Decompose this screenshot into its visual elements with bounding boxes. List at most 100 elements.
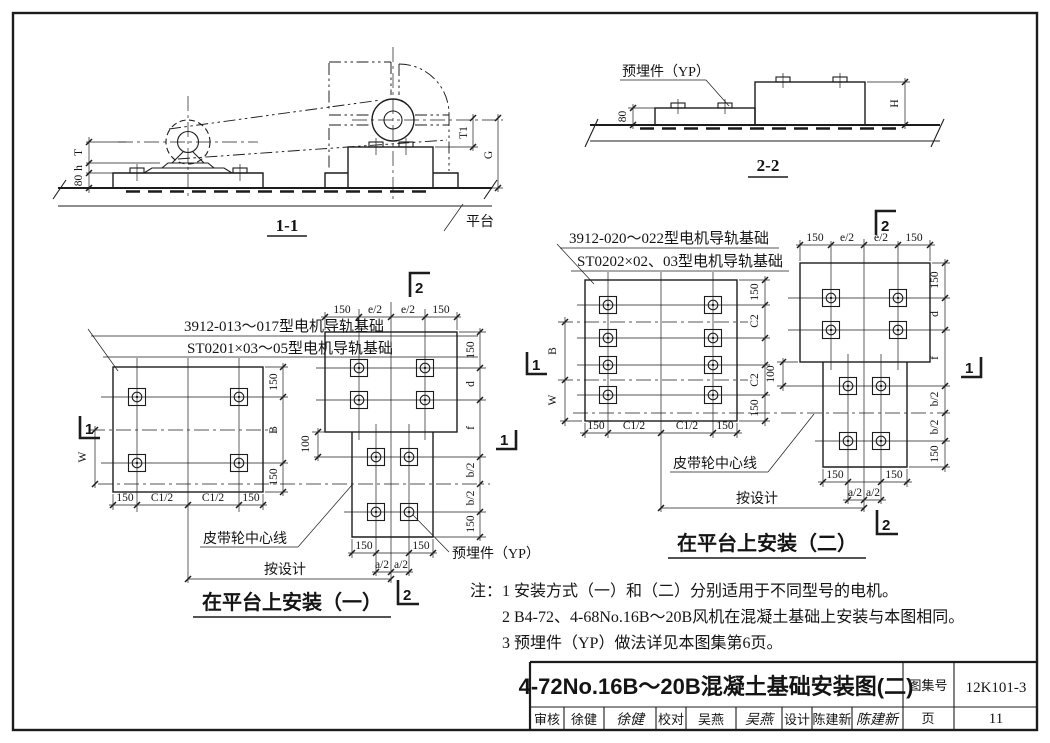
dim-label: C2	[749, 314, 761, 328]
dim-label: 150	[929, 445, 941, 463]
dim-label-h: h	[73, 165, 85, 171]
belt-centerline-label: 皮带轮中心线	[673, 456, 757, 472]
note-line-1: 注：1 安装方式（一）和（二）分别适用于不同型号的电机。	[470, 582, 898, 600]
section-marker-1: 1	[85, 421, 93, 438]
dim-label: 150	[716, 420, 734, 432]
dim-label-H: H	[889, 99, 901, 107]
dim-label-80: 80	[73, 175, 85, 187]
dims-1-1-left: T h 80	[73, 137, 160, 193]
dims-1-1-right: T1 G	[435, 114, 503, 192]
dim-label: 150	[885, 469, 903, 481]
note-line-3: 3 预埋件（YP）做法详见本图集第6页。	[502, 634, 782, 652]
dim-label: 150	[412, 540, 430, 552]
install-two-view: 3912-020～022型电机导轨基础 ST0202×02、03型电机导轨基础 …	[525, 209, 983, 559]
dim-label: b/2	[929, 391, 941, 406]
note-line-2: 2 B4-72、4-68No.16B～20B风机在混凝土基础上安装与本图相同。	[502, 608, 964, 626]
dim-label-T1: T1	[458, 126, 470, 139]
dim-label: f	[929, 356, 941, 360]
dim-label: 150	[333, 304, 351, 316]
belt-centerline-label: 皮带轮中心线	[203, 531, 287, 547]
dim-label: 150	[905, 232, 923, 244]
dim-label-B: B	[547, 347, 559, 355]
dim-label: 150	[465, 341, 477, 359]
dim-label: b/2	[929, 419, 941, 434]
dim-label-W: W	[547, 394, 559, 405]
dim-label: C2	[749, 373, 761, 387]
page-border	[11, 11, 1039, 732]
dim-label-T: T	[73, 149, 85, 156]
foundation-type-label-1: 3912-013～017型电机导轨基础	[184, 318, 384, 335]
dim-label: b/2	[465, 462, 477, 477]
checker-label: 校对	[658, 712, 684, 727]
dim-label: e/2	[368, 304, 382, 316]
dim-label: a/2	[375, 559, 389, 571]
dim-label: B	[268, 426, 280, 434]
foundation-type-label-2: ST0202×02、03型电机导轨基础	[577, 253, 783, 270]
drawing-title: 4-72No.16B～20B混凝土基础安装图(二)	[519, 674, 914, 699]
section-2-2-caption: 2-2	[757, 156, 780, 175]
dim-label: 150	[587, 420, 605, 432]
reviewer-name: 徐健	[571, 712, 597, 727]
embed-part-label: 预埋件（YP）	[622, 64, 710, 80]
title-block: 4-72No.16B～20B混凝土基础安装图(二) 图集号 12K101-3 审…	[519, 660, 1038, 731]
dim-label-100: 100	[765, 365, 777, 383]
dim-label-W: W	[77, 451, 89, 462]
reviewer-label: 审核	[534, 712, 560, 727]
by-design-label: 按设计	[736, 491, 778, 507]
notes-block: 注：1 安装方式（一）和（二）分别适用于不同型号的电机。 2 B4-72、4-6…	[470, 582, 964, 652]
dim-label-G: G	[483, 151, 495, 159]
reviewer-signature: 徐健	[616, 712, 646, 728]
section-marker-2: 2	[881, 218, 889, 235]
section-marker-2: 2	[882, 517, 890, 534]
dim-label: 150	[355, 540, 373, 552]
dim-label: a/2	[394, 559, 408, 571]
checker-signature: 吴燕	[745, 712, 775, 728]
atlas-number-label: 图集号	[908, 678, 947, 693]
section-marker-1: 1	[500, 432, 508, 449]
dim-label: C1/2	[676, 420, 699, 432]
dim-label: b/2	[465, 490, 477, 505]
dim-label: 150	[268, 468, 280, 486]
dim-label: e/2	[401, 304, 415, 316]
designer-name: 陈建新	[812, 712, 851, 727]
dim-label: C1/2	[151, 492, 174, 504]
dim-label: a/2	[848, 487, 862, 499]
section-1-1-view: T h 80 T1 G 平台 1-1	[52, 47, 503, 237]
section-2-2-view: 80 H 预埋件（YP） 2-2	[584, 64, 945, 178]
checker-name: 吴燕	[698, 712, 724, 727]
dim-label: 150	[749, 399, 761, 417]
section-marker-1: 1	[532, 357, 540, 374]
dim-label: 150	[268, 373, 280, 391]
page-number: 11	[989, 711, 1003, 727]
dim-label: 150	[116, 492, 134, 504]
dim-label: d	[929, 311, 941, 317]
dim-label: 150	[826, 469, 844, 481]
dim-label-100: 100	[300, 435, 312, 453]
dim-label: e/2	[874, 232, 888, 244]
section-marker-2: 2	[403, 587, 411, 604]
section-1-1-caption: 1-1	[276, 216, 299, 235]
dim-label: 150	[432, 304, 450, 316]
foundation-type-label-1: 3912-020～022型电机导轨基础	[569, 230, 769, 247]
designer-label: 设计	[784, 712, 810, 727]
dim-label-80: 80	[617, 111, 629, 123]
page-label: 页	[921, 711, 934, 726]
foundation-type-label-2: ST0201×03～05型电机导轨基础	[187, 340, 393, 357]
dim-label: a/2	[866, 487, 880, 499]
atlas-number: 12K101-3	[966, 680, 1027, 696]
dim-label: 150	[242, 492, 260, 504]
install-two-caption: 在平台上安装（二）	[677, 531, 857, 555]
section-marker-2: 2	[415, 280, 423, 297]
dim-label: d	[465, 381, 477, 387]
dim-label: f	[465, 426, 477, 430]
section-marker-1: 1	[965, 360, 973, 377]
install-one-caption: 在平台上安装（一）	[202, 590, 382, 614]
dim-label: C1/2	[202, 492, 225, 504]
dim-label: e/2	[840, 232, 854, 244]
dim-label: 150	[749, 283, 761, 301]
platform-label: 平台	[466, 214, 494, 230]
dim-label: 150	[465, 515, 477, 533]
dim-label: 150	[806, 232, 824, 244]
